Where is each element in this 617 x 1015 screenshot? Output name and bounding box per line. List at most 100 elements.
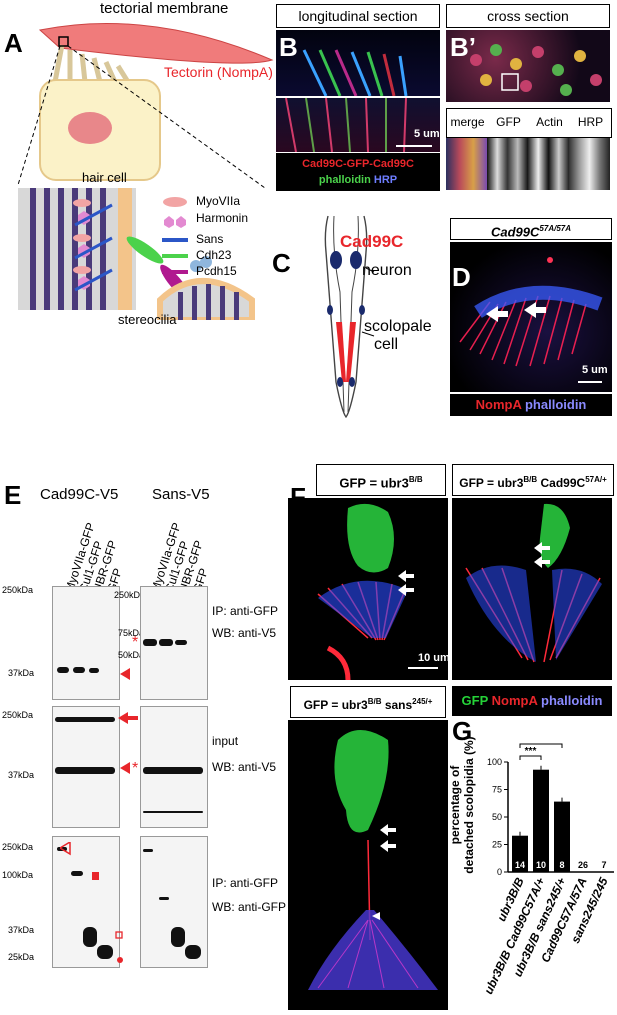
f1-title: GFP = ubr3 bbox=[339, 475, 409, 491]
stain-hrp: HRP bbox=[373, 174, 398, 186]
ylabel-line1: percentage of bbox=[448, 765, 462, 845]
blot-r3-right bbox=[140, 836, 208, 968]
y-tick-label: 25 bbox=[492, 840, 502, 850]
ylabel-line2: detached scolopidia (%) bbox=[462, 736, 476, 874]
stereocilia-label: stereocilia bbox=[118, 312, 177, 327]
hair-cell-label: hair cell bbox=[82, 170, 127, 185]
bar bbox=[512, 835, 528, 872]
f2-title-b: Cad99C bbox=[537, 476, 586, 490]
channel-merge-image bbox=[446, 138, 487, 190]
sig-bracket-2 bbox=[519, 743, 563, 748]
arrowhead-r1 bbox=[120, 668, 130, 680]
star-r1: * bbox=[132, 634, 139, 651]
n-label: 8 bbox=[559, 860, 564, 870]
panel-b-stain-legend: Cad99C-GFP-Cad99C phalloidin HRP bbox=[276, 153, 440, 191]
row1-wb-label: WB: anti-V5 bbox=[212, 626, 277, 640]
row3-wb-label: WB: anti-GFP bbox=[212, 900, 287, 914]
channel-hrp-label: HRP bbox=[577, 115, 604, 129]
bar bbox=[533, 769, 549, 872]
panel-d-title: Cad99C57A/57A bbox=[450, 218, 612, 240]
hair-cell-diagram bbox=[17, 22, 274, 320]
col-cad99c-label: Cad99C-V5 bbox=[40, 486, 119, 503]
scolopale-label-1: scolopale bbox=[364, 318, 432, 335]
mw-37-r3: 37kDa bbox=[8, 925, 35, 935]
panel-c-label: C bbox=[272, 248, 291, 278]
legend-cdh23: Cdh23 bbox=[196, 248, 232, 262]
y-tick-label: 75 bbox=[492, 785, 502, 795]
legend-pcdh15: Pcdh15 bbox=[196, 264, 237, 278]
n-label: 7 bbox=[601, 860, 606, 870]
neuron-label: neuron bbox=[362, 262, 412, 279]
panel-b-label: B bbox=[279, 32, 298, 62]
channel-merge-label: merge bbox=[450, 115, 485, 129]
stain-nompa-f: NompA bbox=[491, 693, 538, 708]
panel-g-ylabel: percentage of detached scolopidia (%) bbox=[448, 730, 476, 880]
scolopale-label-2: cell bbox=[374, 336, 399, 353]
row2-input-label: input bbox=[212, 734, 239, 748]
panel-f-scale-label: 10 um bbox=[418, 652, 450, 664]
panel-f-title-3: GFP = ubr3B/B sans245/+ bbox=[290, 686, 446, 718]
mw-250-r1: 250kDa bbox=[2, 585, 34, 595]
mw-37-r1: 37kDa bbox=[8, 668, 35, 678]
mw-37-r2: 37kDa bbox=[8, 770, 35, 780]
channel-actin-image bbox=[528, 138, 569, 190]
panel-d-stain-legend: NompA phalloidin bbox=[450, 394, 612, 416]
legend-icons bbox=[162, 197, 188, 274]
mw-100-r3: 100kDa bbox=[2, 870, 34, 880]
sig-label-2: *** bbox=[535, 742, 547, 745]
channel-actin-label: Actin bbox=[536, 115, 563, 129]
channel-images bbox=[446, 138, 610, 190]
panel-f-title-1: GFP = ubr3B/B bbox=[316, 464, 446, 496]
channel-hrp-image bbox=[569, 138, 610, 190]
panel-d-label: D bbox=[452, 262, 471, 292]
longitudinal-section-label: longitudinal section bbox=[276, 4, 440, 28]
mw-250-r1-right: 250kDa bbox=[114, 590, 146, 600]
panel-d-image bbox=[450, 242, 612, 392]
y-tick-label: 0 bbox=[497, 867, 502, 877]
sig-bracket-1 bbox=[519, 755, 542, 760]
panel-b-prime-label: B’ bbox=[450, 32, 476, 62]
bar bbox=[554, 801, 570, 872]
row1-ip-label: IP: anti-GFP bbox=[212, 604, 279, 618]
col-sans-label: Sans-V5 bbox=[152, 486, 210, 503]
panel-d-title-sup: 57A/57A bbox=[539, 224, 571, 233]
stain-cad99c: Cad99C-GFP-Cad99C bbox=[302, 158, 414, 170]
panel-f-stain-legend: GFP NompA phalloidin bbox=[452, 686, 612, 716]
row3-ip-label: IP: anti-GFP bbox=[212, 876, 279, 890]
channel-gfp-image bbox=[487, 138, 528, 190]
f1-sup: B/B bbox=[408, 475, 423, 484]
tectorial-membrane-label: tectorial membrane bbox=[100, 0, 229, 17]
panel-f-image-2 bbox=[452, 498, 612, 680]
panel-g-label: G bbox=[452, 716, 473, 746]
panel-f-image-1 bbox=[288, 498, 448, 680]
f3-sup: B/B bbox=[367, 697, 382, 706]
star-r2: * bbox=[132, 760, 139, 777]
panel-d-title-main: Cad99C bbox=[491, 224, 540, 240]
panel-f-image-3 bbox=[288, 720, 448, 1010]
cad99c-label: Cad99C bbox=[340, 232, 404, 251]
mw-75-r1-right: 75kDa bbox=[118, 628, 145, 638]
row2-wb-label: WB: anti-V5 bbox=[212, 760, 277, 774]
channel-labels: merge GFP Actin HRP bbox=[446, 108, 612, 138]
y-tick-label: 100 bbox=[487, 757, 502, 767]
scolopidium-diagram bbox=[324, 215, 375, 419]
legend-myoviia: MyoVIIa bbox=[196, 194, 241, 208]
longitudinal-image-bottom bbox=[276, 98, 440, 152]
sig-label-1: *** bbox=[525, 746, 537, 757]
f3-title: GFP = ubr3 bbox=[303, 698, 368, 712]
mw-250-r2: 250kDa bbox=[2, 710, 34, 720]
arrow-r2 bbox=[118, 712, 138, 724]
panel-b-scale-label: 5 um bbox=[414, 128, 440, 140]
f3-sup-b: 245/+ bbox=[412, 697, 433, 706]
panel-a-label: A bbox=[4, 28, 23, 58]
cross-section-label: cross section bbox=[446, 4, 610, 28]
f2-title: GFP = ubr3 bbox=[459, 476, 524, 490]
arrowhead-r2 bbox=[120, 762, 130, 774]
blot-r2-left bbox=[52, 706, 120, 828]
f2-sup: B/B bbox=[523, 475, 538, 484]
legend-harmonin: Harmonin bbox=[196, 211, 249, 225]
panel-f-title-2: GFP = ubr3B/B Cad99C57A/+ bbox=[452, 464, 614, 496]
blot-r2-right bbox=[140, 706, 208, 828]
tectorin-label: Tectorin (NompA) bbox=[164, 64, 273, 80]
